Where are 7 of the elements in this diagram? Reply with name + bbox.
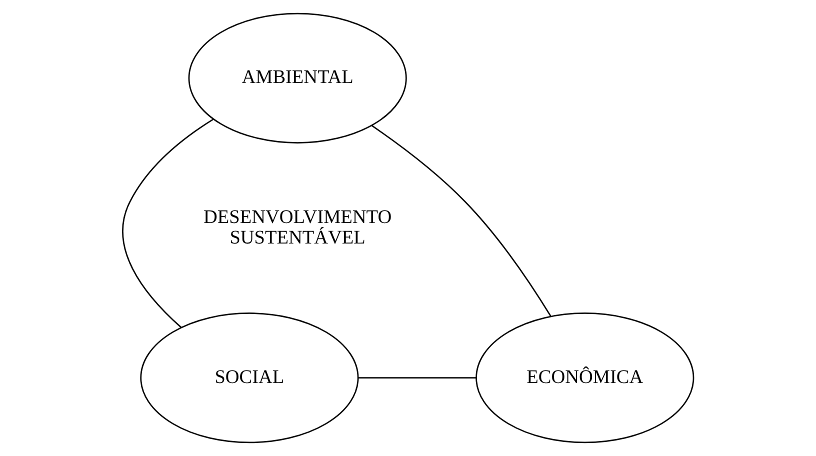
node-ellipse: SOCIAL xyxy=(140,312,359,444)
label: DESENVOLVIMENTO SUSTENTÁVEL xyxy=(204,206,392,248)
connector xyxy=(358,377,476,379)
node-ellipse: ECONÔMICA xyxy=(476,312,694,444)
connector xyxy=(122,118,214,328)
connector xyxy=(371,124,552,316)
node-ellipse: AMBIENTAL xyxy=(188,12,407,144)
